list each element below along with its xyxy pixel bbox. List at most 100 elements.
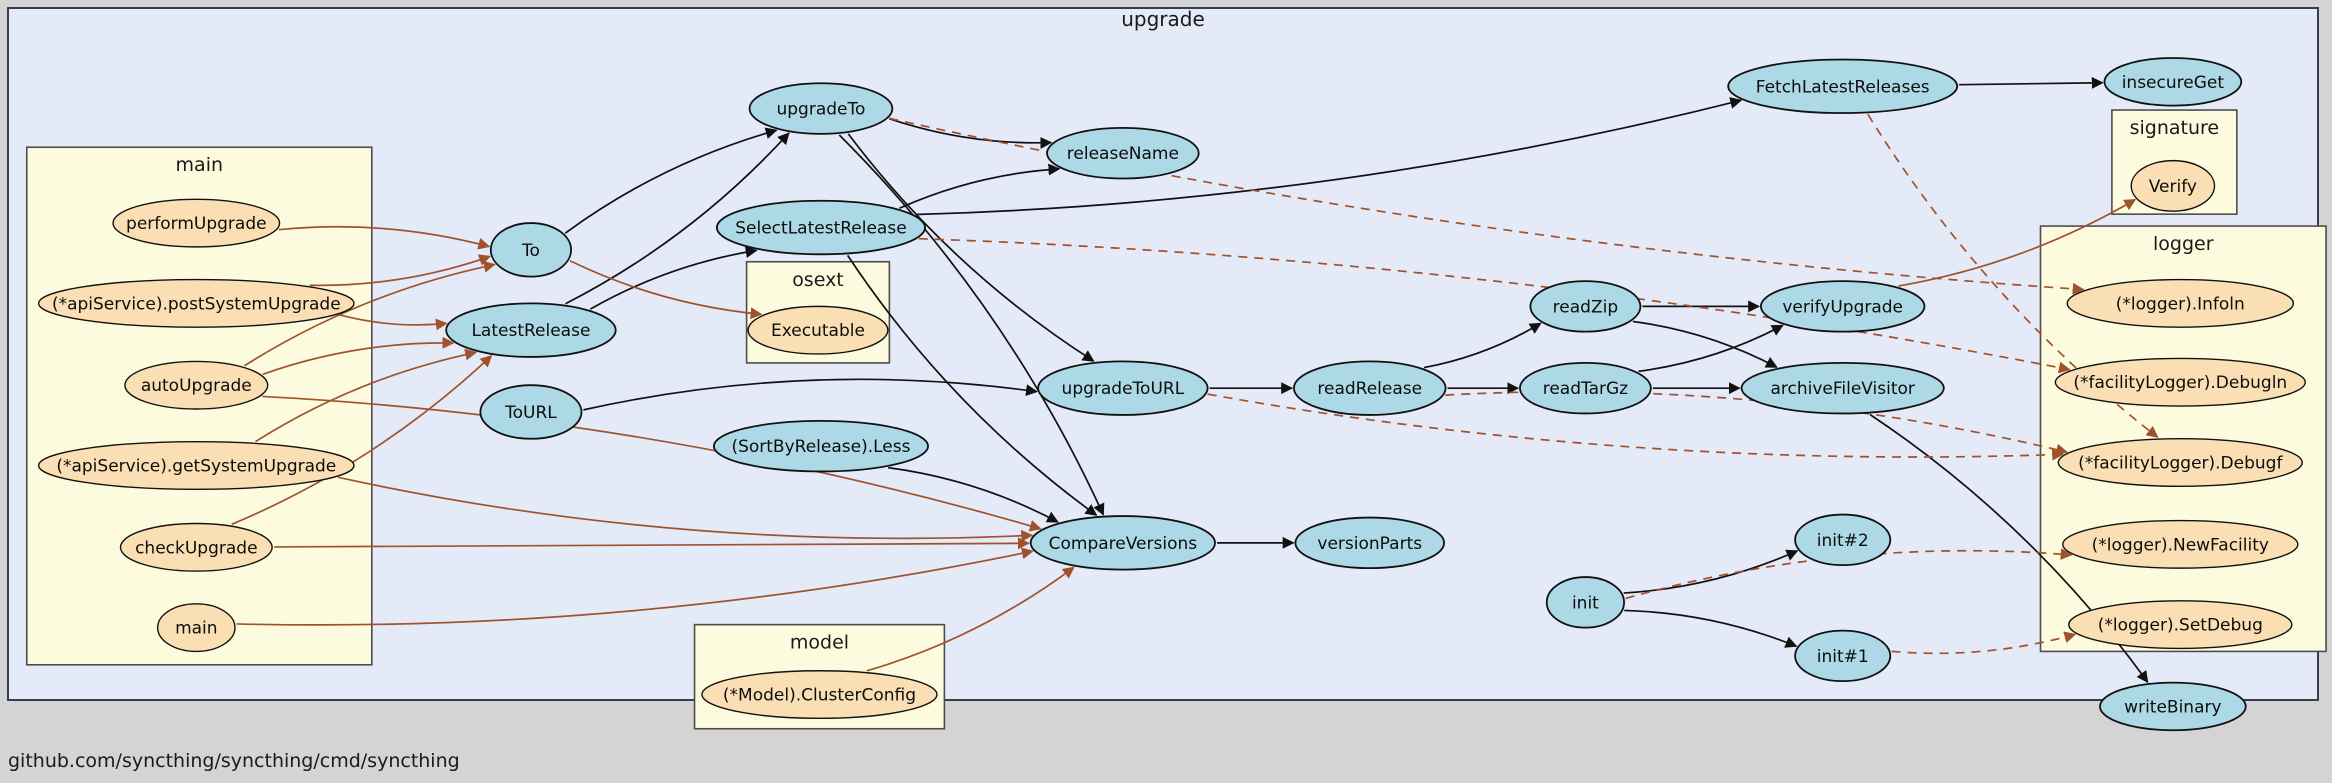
node-ellipse[interactable] [479,384,583,440]
node-verifyUpgrade[interactable]: verifyUpgrade [1759,280,1926,333]
node-checkUpgrade[interactable]: checkUpgrade [119,522,273,572]
node-ellipse[interactable] [124,360,269,410]
node-Executable[interactable]: Executable [747,305,889,355]
node-ellipse[interactable] [156,603,236,653]
node-ellipse[interactable] [1519,361,1652,415]
node-label: (*apiService).getSystemUpgrade [56,457,336,477]
node-label: performUpgrade [126,214,267,234]
node-ellipse[interactable] [747,305,889,355]
node-ellipse[interactable] [1759,280,1926,333]
node-readTarGz[interactable]: readTarGz [1519,361,1652,415]
node-CompareVersions[interactable]: CompareVersions [1029,515,1216,571]
cluster-label: main [176,154,223,176]
node-ClusterConfig[interactable]: (*Model).ClusterConfig [701,670,938,720]
node-ellipse[interactable] [712,419,929,473]
edge-ClusterConfig-to-CompareVersions [866,566,1075,672]
edge-performUpgrade-to-To [278,225,491,250]
edge-readTarGz-to-verifyUpgrade [1638,324,1784,373]
node-ellipse[interactable] [1794,629,1892,683]
cluster-label: signature [2130,117,2220,139]
node-facilityDebugf[interactable]: (*facilityLogger).Debugf [2057,438,2303,488]
node-ellipse[interactable] [445,302,617,358]
cluster-label: osext [792,269,844,291]
edge-readRelease-to-readZip [1423,322,1542,369]
node-ellipse[interactable] [119,522,273,572]
node-autoUpgrade[interactable]: autoUpgrade [124,360,269,410]
node-insecureGet[interactable]: insecureGet [2103,57,2243,107]
edge-FetchLatestReleases-to-insecureGet [1959,76,2104,89]
edge-init-to-init1 [1624,609,1798,648]
node-SortByReleaseLess[interactable]: (SortByRelease).Less [712,419,929,473]
node-ellipse[interactable] [1545,576,1625,629]
node-ellipse[interactable] [1294,516,1446,570]
edge-To-to-Executable [569,260,763,320]
node-ellipse[interactable] [2103,57,2243,107]
node-loggerSetDebug[interactable]: (*logger).SetDebug [2068,600,2293,650]
node-ellipse[interactable] [2062,519,2299,569]
node-performUpgrade[interactable]: performUpgrade [112,198,281,248]
node-ellipse[interactable] [2130,159,2216,212]
node-versionParts[interactable]: versionParts [1294,516,1446,570]
node-loggerInfoln[interactable]: (*logger).Infoln [2066,278,2295,328]
node-main[interactable]: main [156,603,236,653]
node-ellipse[interactable] [1029,515,1216,571]
node-ellipse[interactable] [1046,127,1200,180]
node-ellipse[interactable] [1727,58,1959,114]
node-upgradeToURL[interactable]: upgradeToURL [1037,360,1209,416]
nodes-layer: performUpgrade (*apiService).postSystemUp… [37,57,2306,732]
node-facilityDebugln[interactable]: (*facilityLogger).Debugln [2054,357,2306,407]
node-upgradeTo[interactable]: upgradeTo [748,82,894,135]
node-label: Executable [771,321,865,341]
node-label: (*logger).SetDebug [2098,616,2263,636]
node-init1[interactable]: init#1 [1794,629,1892,683]
node-ellipse[interactable] [37,278,355,328]
node-ellipse[interactable] [715,199,926,256]
node-label: main [175,619,217,639]
edge-checkUpgrade-to-CompareVersions [274,537,1030,550]
node-label: insecureGet [2122,73,2225,93]
node-ellipse[interactable] [1794,513,1892,567]
edge-upgradeTo-to-releaseName [888,117,1053,149]
node-getSystemUpgrade[interactable]: (*apiService).getSystemUpgrade [37,441,355,491]
node-ellipse[interactable] [2068,600,2293,650]
node-FetchLatestReleases[interactable]: FetchLatestReleases [1727,58,1959,114]
edge-upgradeTo-to-CompareVersions [838,134,1105,516]
node-label: upgradeTo [776,100,865,120]
node-label: (*facilityLogger).Debugf [2078,454,2283,474]
node-label: readTarGz [1543,379,1628,399]
node-init2[interactable]: init#2 [1794,513,1892,567]
node-ellipse[interactable] [37,441,355,491]
node-init[interactable]: init [1545,576,1625,629]
edge-autoUpgrade-to-To [244,260,496,367]
node-ellipse[interactable] [1740,361,1945,415]
edge-SelectLatestRelease-to-FetchLatestReleases [915,97,1743,216]
node-ellipse[interactable] [489,222,573,278]
node-postSystemUpgrade[interactable]: (*apiService).postSystemUpgrade [37,278,355,328]
node-ellipse[interactable] [2099,681,2247,732]
node-readRelease[interactable]: readRelease [1293,360,1447,416]
node-ToURL[interactable]: ToURL [479,384,583,440]
node-SelectLatestRelease[interactable]: SelectLatestRelease [715,199,926,256]
node-archiveFileVisitor[interactable]: archiveFileVisitor [1740,361,1945,415]
node-writeBinary[interactable]: writeBinary [2099,681,2247,732]
node-ellipse[interactable] [701,670,938,720]
node-loggerNewFacility[interactable]: (*logger).NewFacility [2062,519,2299,569]
node-ellipse[interactable] [748,82,894,135]
node-ellipse[interactable] [2066,278,2295,328]
node-ellipse[interactable] [1529,280,1642,333]
node-LatestRelease[interactable]: LatestRelease [445,302,617,358]
node-releaseName[interactable]: releaseName [1046,127,1200,180]
node-ellipse[interactable] [2057,438,2303,488]
node-To[interactable]: To [489,222,573,278]
node-ellipse[interactable] [2054,357,2306,407]
node-label: init#2 [1817,531,1869,551]
node-label: (SortByRelease).Less [731,437,910,457]
node-label: init [1572,593,1599,613]
node-ellipse[interactable] [112,198,281,248]
node-ellipse[interactable] [1037,360,1209,416]
node-readZip[interactable]: readZip [1529,280,1642,333]
node-label: readZip [1553,297,1618,317]
node-ellipse[interactable] [1293,360,1447,416]
node-Verify[interactable]: Verify [2130,159,2216,212]
